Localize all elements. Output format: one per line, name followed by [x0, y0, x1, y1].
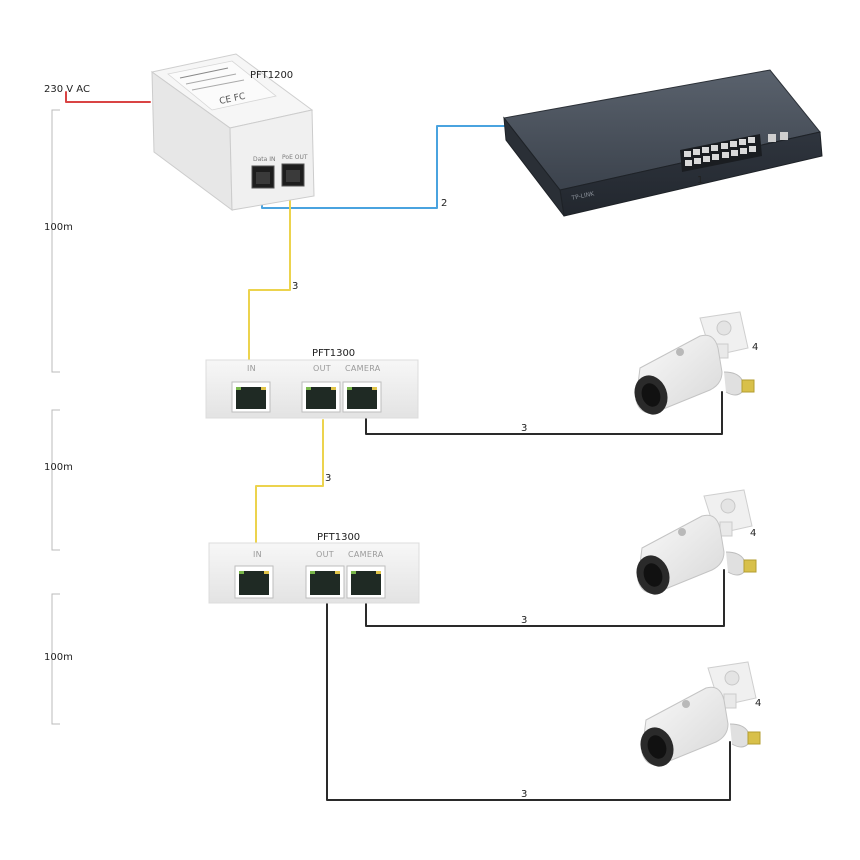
extender-2-in-port — [234, 565, 274, 599]
extender-2-label: PFT1300 — [317, 532, 360, 543]
extender-1-port-in-label: IN — [247, 364, 256, 373]
distance-bracket-3: 100m — [44, 593, 73, 725]
camera-2-number-label: 4 — [750, 528, 756, 539]
extender-2-port-out-label: OUT — [316, 550, 334, 559]
poe-extender-2: IN OUT CAMERA — [208, 542, 420, 604]
cable-label-camera-1: 3 — [521, 423, 527, 434]
cable-label-camera-3: 3 — [521, 789, 527, 800]
extender-1-port-out-label: OUT — [313, 364, 331, 373]
ip-camera-3 — [640, 661, 761, 767]
switch-number-label: 1 — [697, 175, 703, 186]
poe-injector: CE FC Data IN PoE OUT — [150, 53, 315, 212]
distance-bracket-1: 100m — [44, 109, 73, 373]
extender-1-label: PFT1300 — [312, 348, 355, 359]
injector-label: PFT1200 — [250, 70, 293, 81]
injector-port-out-label: PoE OUT — [282, 154, 308, 161]
extender-1-port-camera-label: CAMERA — [345, 364, 381, 373]
ip-camera-1 — [634, 311, 755, 415]
distance-bracket-2: 100m — [44, 409, 73, 551]
camera-3-number-label: 4 — [755, 698, 761, 709]
distance-label-3: 100m — [44, 652, 73, 663]
switch-ports — [680, 132, 788, 172]
cable-label-poe-1: 3 — [292, 281, 298, 292]
ip-camera-2 — [636, 489, 757, 595]
poe-extender-1: IN OUT CAMERA — [205, 359, 419, 419]
cable-label-poe-2: 3 — [325, 473, 331, 484]
poe-cable-2 — [255, 419, 324, 547]
extender-2-port-camera-label: CAMERA — [348, 550, 384, 559]
extender-1-in-port — [231, 381, 271, 413]
camera-cable-3 — [326, 597, 731, 801]
extender-1-out-port — [301, 381, 341, 413]
distance-label-1: 100m — [44, 222, 73, 233]
camera-cable-2 — [365, 569, 725, 627]
power-cable — [65, 91, 151, 103]
distance-label-2: 100m — [44, 462, 73, 473]
extender-2-port-in-label: IN — [253, 550, 262, 559]
camera-cable-1 — [365, 391, 723, 435]
extender-2-out-port — [305, 565, 345, 599]
camera-1-number-label: 4 — [752, 342, 758, 353]
injector-port-in-label: Data IN — [253, 156, 276, 163]
poe-cable-1 — [248, 195, 291, 363]
cable-label-switch-link: 2 — [441, 198, 447, 209]
extender-1-camera-port — [342, 381, 382, 413]
cable-label-camera-2: 3 — [521, 615, 527, 626]
power-label: 230 V AC — [44, 84, 90, 95]
network-switch: TP-LINK — [503, 69, 823, 217]
extender-2-camera-port — [346, 565, 386, 599]
